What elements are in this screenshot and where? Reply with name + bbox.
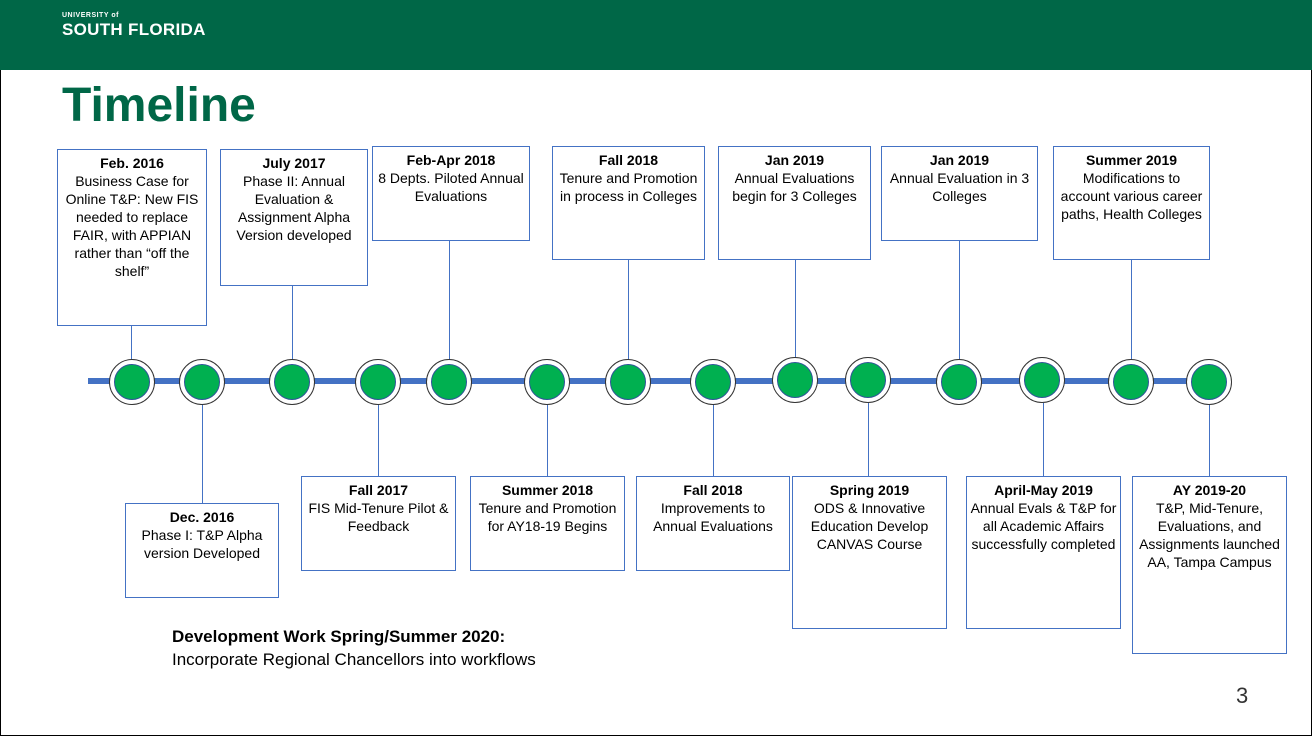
event-text: Phase II: Annual Evaluation & Assignment…: [236, 173, 352, 243]
development-work-title: Development Work Spring/Summer 2020:: [172, 627, 506, 646]
timeline-node-dot: [114, 364, 150, 400]
event-title: AY 2019-20: [1172, 482, 1247, 498]
event-text: ODS & Innovative Education Develop CANVA…: [810, 500, 929, 552]
connector-top-7: [1131, 260, 1132, 361]
connector-top-6: [959, 241, 960, 361]
timeline-node: [1186, 359, 1232, 405]
connector-bottom-2: [378, 403, 379, 476]
event-title: Summer 2019: [1085, 152, 1178, 168]
event-text: Annual Evaluation in 3 Colleges: [889, 170, 1030, 204]
event-box-april-may-2019: April-May 2019 Annual Evals & T&P for al…: [966, 476, 1121, 629]
timeline-node-dot: [695, 364, 731, 400]
timeline-node: [109, 359, 155, 405]
page-title: Timeline: [62, 79, 256, 132]
timeline-node-dot: [360, 364, 396, 400]
header-band: UNIVERSITY of SOUTH FLORIDA: [0, 0, 1312, 70]
event-box-feb-apr-2018: Feb-Apr 2018 8 Depts. Piloted Annual Eva…: [372, 146, 530, 241]
event-text: 8 Depts. Piloted Annual Evaluations: [378, 170, 524, 204]
logo-top-text: UNIVERSITY of: [62, 12, 119, 19]
timeline-node: [355, 359, 401, 405]
event-box-fall-2018: Fall 2018 Tenure and Promotion in proces…: [552, 146, 705, 260]
event-title: Feb-Apr 2018: [406, 152, 496, 168]
event-box-july-2017: July 2017 Phase II: Annual Evaluation & …: [220, 149, 368, 286]
event-title: Feb. 2016: [100, 155, 164, 171]
timeline-node: [772, 357, 818, 403]
connector-top-5: [795, 260, 796, 361]
development-work-note: Development Work Spring/Summer 2020: Inc…: [172, 625, 536, 671]
usf-logo: UNIVERSITY of SOUTH FLORIDA: [62, 12, 206, 40]
event-text: Phase I: T&P Alpha version Developed: [141, 527, 263, 561]
event-box-jan-2019-b: Jan 2019 Annual Evaluation in 3 Colleges: [881, 146, 1038, 241]
connector-top-3: [449, 241, 450, 361]
event-text: Modifications to account various career …: [1060, 170, 1203, 222]
development-work-text: Incorporate Regional Chancellors into wo…: [172, 650, 536, 669]
timeline-node: [605, 359, 651, 405]
event-box-summer-2019: Summer 2019 Modifications to account var…: [1053, 146, 1210, 260]
timeline-node: [1019, 357, 1065, 403]
timeline-node-dot: [941, 364, 977, 400]
page-number: 3: [1236, 683, 1249, 708]
event-box-ay-2019-20: AY 2019-20 T&P, Mid-Tenure, Evaluations,…: [1132, 476, 1287, 654]
timeline-node: [269, 359, 315, 405]
event-box-jan-2019-a: Jan 2019 Annual Evaluations begin for 3 …: [718, 146, 871, 260]
logo-main-text: SOUTH FLORIDA: [62, 20, 206, 39]
event-text: Annual Evals & T&P for all Academic Affa…: [970, 500, 1117, 552]
connector-top-2: [292, 286, 293, 361]
timeline-node-dot: [529, 364, 565, 400]
event-box-fall-2017: Fall 2017 FIS Mid-Tenure Pilot & Feedbac…: [301, 476, 456, 571]
event-title: Summer 2018: [501, 482, 594, 498]
timeline-node-dot: [431, 364, 467, 400]
timeline-node-dot: [777, 362, 813, 398]
connector-bottom-7: [1209, 403, 1210, 476]
event-title: Fall 2017: [348, 482, 409, 498]
connector-bottom-4: [713, 403, 714, 476]
timeline-node: [1108, 359, 1154, 405]
connector-top-1: [131, 325, 132, 361]
event-text: Business Case for Online T&P: New FIS ne…: [65, 173, 199, 279]
timeline-node: [426, 359, 472, 405]
event-box-dec-2016: Dec. 2016 Phase I: T&P Alpha version Dev…: [125, 503, 279, 598]
timeline-node-dot: [850, 362, 886, 398]
connector-bottom-6: [1043, 403, 1044, 476]
timeline-node-dot: [1024, 362, 1060, 398]
connector-bottom-1: [202, 403, 203, 503]
timeline-node-dot: [184, 364, 220, 400]
event-box-summer-2018: Summer 2018 Tenure and Promotion for AY1…: [470, 476, 625, 571]
event-title: Dec. 2016: [169, 509, 235, 525]
event-title: Fall 2018: [598, 152, 659, 168]
event-text: Improvements to Annual Evaluations: [653, 500, 773, 534]
event-title: Jan 2019: [764, 152, 825, 168]
connector-top-4: [628, 260, 629, 361]
event-box-spring-2019: Spring 2019 ODS & Innovative Education D…: [792, 476, 947, 629]
timeline-node: [179, 359, 225, 405]
event-text: FIS Mid-Tenure Pilot & Feedback: [308, 500, 449, 534]
event-title: July 2017: [262, 155, 326, 171]
connector-bottom-5: [868, 403, 869, 476]
timeline-node: [845, 357, 891, 403]
event-text: T&P, Mid-Tenure, Evaluations, and Assign…: [1139, 500, 1280, 570]
timeline-node: [936, 359, 982, 405]
event-box-feb-2016: Feb. 2016 Business Case for Online T&P: …: [57, 149, 207, 326]
timeline-node-dot: [610, 364, 646, 400]
event-title: Fall 2018: [683, 482, 743, 498]
event-text: Tenure and Promotion for AY18-19 Begins: [478, 500, 617, 534]
timeline-node-dot: [1191, 364, 1227, 400]
event-text: Tenure and Promotion in process in Colle…: [559, 170, 698, 204]
event-box-fall-2018-b: Fall 2018 Improvements to Annual Evaluat…: [636, 476, 790, 571]
event-title: Jan 2019: [929, 152, 990, 168]
event-text: Annual Evaluations begin for 3 Colleges: [732, 170, 857, 204]
timeline-axis: [88, 378, 1228, 384]
timeline-node-dot: [1113, 364, 1149, 400]
timeline-node: [524, 359, 570, 405]
timeline-node-dot: [274, 364, 310, 400]
event-title: Spring 2019: [829, 482, 910, 498]
event-title: April-May 2019: [994, 482, 1093, 498]
connector-bottom-3: [547, 403, 548, 476]
timeline-node: [690, 359, 736, 405]
